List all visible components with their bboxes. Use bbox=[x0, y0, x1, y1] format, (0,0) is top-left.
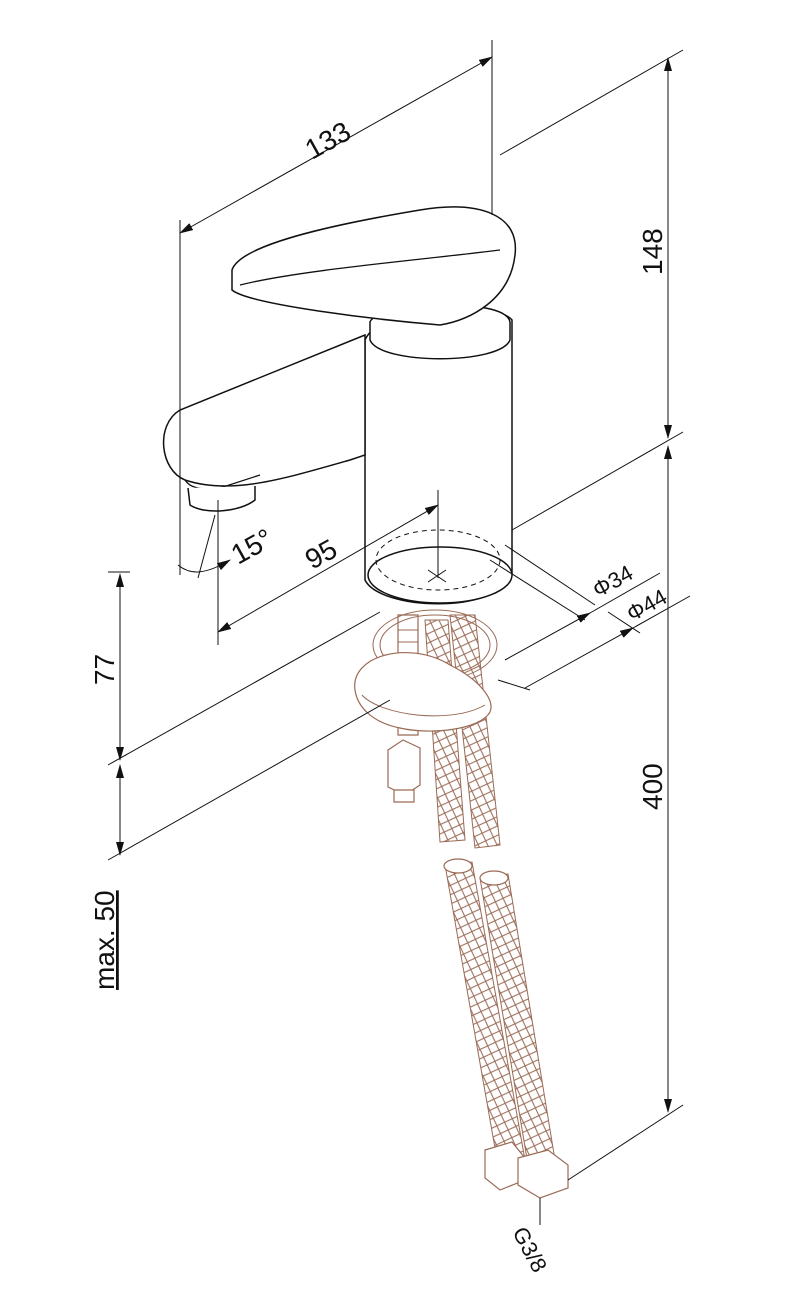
dim-label-d34: Φ34 bbox=[588, 560, 637, 602]
ext-44 bbox=[607, 611, 641, 634]
dim-label-77: 77 bbox=[89, 654, 120, 685]
dim-34-leader bbox=[589, 572, 661, 614]
dim-34 bbox=[504, 612, 591, 661]
thread-label-g38: G3/8 bbox=[508, 1223, 552, 1277]
dim-44 bbox=[524, 627, 634, 689]
ext-50-bottom bbox=[107, 699, 391, 861]
lever-handle bbox=[231, 206, 517, 326]
ext-400-bottom bbox=[567, 1104, 684, 1181]
hose-end-right bbox=[479, 870, 509, 886]
spout bbox=[162, 333, 366, 487]
angle-arc bbox=[177, 559, 231, 573]
dimension-lines bbox=[107, 40, 691, 1225]
faucet-body bbox=[162, 206, 517, 605]
hex-nut-right bbox=[517, 1149, 569, 1199]
aerator bbox=[187, 486, 256, 512]
ext-34 bbox=[504, 544, 596, 606]
dim-133 bbox=[179, 56, 493, 234]
lever-edge bbox=[239, 249, 501, 286]
plate-edge bbox=[361, 694, 486, 717]
ext-34b bbox=[489, 559, 586, 621]
hoses-and-mounting-kit bbox=[354, 609, 569, 1199]
nut-tip bbox=[393, 789, 415, 803]
dim-44-leader bbox=[632, 595, 691, 629]
dim-label-400: 400 bbox=[637, 763, 668, 810]
dim-label-95: 95 bbox=[300, 533, 342, 575]
dim-label-15deg: 15° bbox=[226, 523, 278, 571]
dim-label-max50: max. 50 bbox=[89, 890, 120, 990]
body-base bbox=[367, 546, 513, 604]
ext-44b bbox=[497, 679, 531, 691]
dim-label-148: 148 bbox=[637, 228, 668, 275]
dim-label-133: 133 bbox=[300, 115, 356, 165]
fixing-plate bbox=[354, 652, 492, 732]
ext-77-bottom bbox=[107, 611, 381, 766]
hose-end-left bbox=[443, 858, 473, 874]
fixing-nut bbox=[387, 739, 421, 796]
ext-148-top bbox=[499, 49, 684, 156]
dim-95 bbox=[217, 504, 439, 633]
angle-line bbox=[197, 514, 216, 579]
ext-148-bottom bbox=[511, 431, 684, 531]
